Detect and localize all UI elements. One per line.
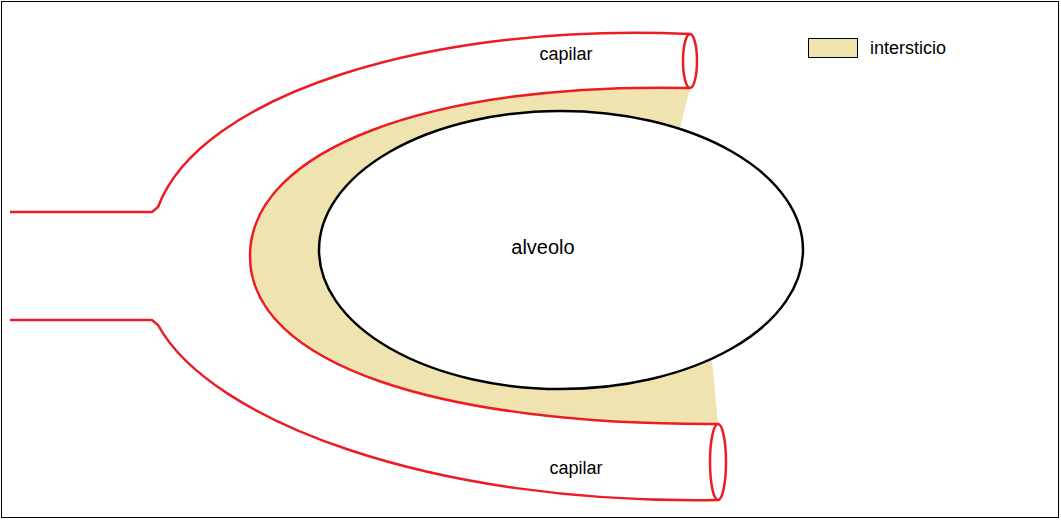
capillary-wall [10, 320, 718, 500]
capillary-label: capilar [539, 44, 592, 65]
alveolus-circle: alveolo [318, 110, 804, 390]
capillary-outline [8, 20, 730, 510]
capillary-wall [10, 33, 690, 212]
legend-label: intersticio [870, 38, 946, 59]
capillary-vessel: capilar capilar [8, 20, 730, 510]
capillary-label: capilar [549, 458, 602, 479]
alveolus-wall [319, 111, 803, 389]
capillary-cross-section [710, 424, 726, 500]
alveolus-label: alveolo [511, 236, 574, 259]
capillary-cross-section [683, 34, 697, 88]
legend-swatch [808, 38, 858, 58]
